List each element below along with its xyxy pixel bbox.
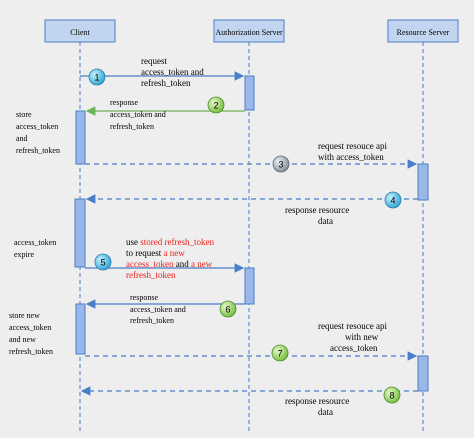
msg-5-line-2: to request a new: [126, 248, 185, 258]
step-2-badge: 2: [207, 96, 225, 114]
participant-resource-label: Resource Server: [397, 28, 450, 37]
msg-2-line-1: response: [110, 98, 138, 107]
step-3-badge: 3: [272, 155, 290, 173]
note-store-new-line-1: store new: [9, 311, 40, 320]
step-2-number: 2: [213, 101, 218, 111]
msg-6-line-2: access_token and: [130, 305, 186, 314]
msg-5-line-1-red: stored refresh_token: [140, 237, 214, 247]
step-5-number: 5: [100, 258, 105, 268]
step-4-number: 4: [390, 196, 395, 206]
participant-client-label: Client: [70, 28, 90, 37]
msg-6-line-3: refresh_token: [130, 316, 174, 325]
step-4-badge: 4: [384, 191, 402, 209]
step-7-badge: 7: [271, 344, 289, 362]
step-6-number: 6: [225, 305, 230, 315]
msg-5-line-2-red: a new: [164, 248, 186, 258]
note-expire-line-1: access_token: [14, 238, 56, 247]
msg-7-line-2: with new: [345, 332, 379, 342]
step-8-badge: 8: [383, 386, 401, 404]
msg-5-line-4: refresh_token: [126, 270, 176, 280]
msg-5-line-3: access_token and a new: [126, 259, 213, 269]
note-store-line-4: refresh_token: [16, 146, 60, 155]
msg-5-line-3-red-b: a new: [191, 259, 213, 269]
note-expire-line-2: expire: [14, 250, 34, 259]
step-1-number: 1: [94, 73, 99, 83]
msg-1-line-2: access_token and: [141, 67, 204, 77]
step-1-badge: 1: [88, 68, 106, 86]
msg-1-line-1: request: [141, 56, 167, 66]
step-3-number: 3: [278, 160, 283, 170]
msg-5-line-3-red-a: access_token: [126, 259, 174, 269]
client-activation-3: [75, 303, 86, 355]
msg-4-line-1: response resource: [285, 205, 349, 215]
auth-activation-1: [244, 75, 255, 111]
msg-3-line-2: with access_token: [318, 152, 384, 162]
note-store-line-3: and: [16, 134, 28, 143]
msg-2-line-2: access_token and: [110, 110, 166, 119]
msg-5-line-2-plain: to request: [126, 248, 164, 258]
step-8-number: 8: [389, 391, 394, 401]
note-store-new-line-2: access_token: [9, 323, 51, 332]
msg-8-line-2: data: [318, 407, 333, 417]
participant-auth-server: Authorization Server: [213, 19, 285, 43]
note-store-line-2: access_token: [16, 122, 58, 131]
participant-resource-server: Resource Server: [387, 19, 459, 43]
resource-activation-1: [417, 163, 429, 201]
msg-7-line-3: access_token: [330, 343, 378, 353]
note-store-new-line-4: refresh_token: [9, 347, 53, 356]
msg-4-line-2: data: [318, 216, 333, 226]
client-activation-2: [74, 198, 86, 268]
msg-5-line-3-plain: and: [173, 259, 191, 269]
note-store-new-line-3: and new: [9, 335, 36, 344]
msg-2-line-3: refresh_token: [110, 122, 154, 131]
step-6-badge: 6: [219, 300, 237, 318]
msg-5-line-1: use stored refresh_token: [126, 237, 214, 247]
client-activation-1: [75, 110, 86, 165]
note-store-line-1: store: [16, 110, 32, 119]
participant-auth-label: Authorization Server: [215, 28, 283, 37]
msg-3-line-1: request resouce api: [318, 141, 387, 151]
msg-1-line-3: refresh_token: [141, 78, 191, 88]
msg-5-line-1-plain: use: [126, 237, 140, 247]
auth-activation-2: [244, 267, 255, 305]
msg-7-line-1: request resouce api: [318, 321, 387, 331]
step-7-number: 7: [277, 349, 282, 359]
resource-activation-2: [417, 355, 429, 392]
participant-client: Client: [44, 19, 116, 43]
msg-8-line-1: response resource: [285, 396, 349, 406]
step-5-badge: 5: [94, 253, 112, 271]
msg-6-line-1: response: [130, 293, 158, 302]
